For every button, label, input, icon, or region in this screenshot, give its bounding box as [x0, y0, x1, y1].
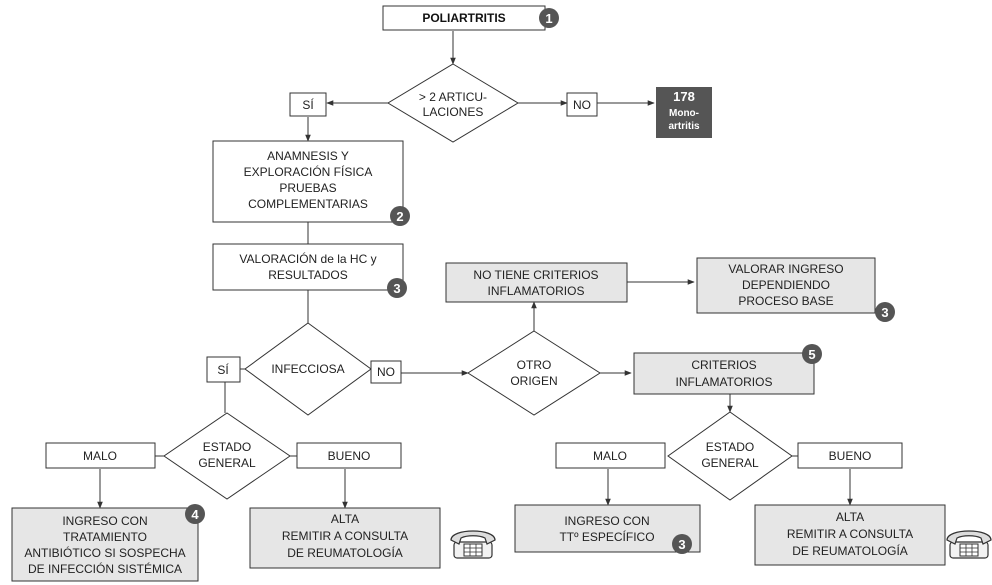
- decision-joints-line-1: > 2 ARTICU-: [419, 90, 487, 104]
- svg-text:INFLAMATORIOS: INFLAMATORIOS: [488, 284, 585, 298]
- node-criterios: CRITERIOS INFLAMATORIOS: [633, 352, 815, 395]
- svg-text:MALO: MALO: [593, 449, 627, 463]
- telephone-icon: [450, 530, 496, 559]
- svg-text:REMITIR A CONSULTA: REMITIR A CONSULTA: [787, 527, 913, 541]
- node-alta-right: ALTA REMITIR A CONSULTA DE REUMATOLOGÍA: [754, 504, 946, 566]
- svg-text:ESTADO: ESTADO: [706, 440, 754, 454]
- node-anamnesis: ANAMNESIS Y EXPLORACIÓN FÍSICA PRUEBAS C…: [212, 140, 404, 223]
- svg-text:178: 178: [673, 89, 695, 104]
- node-ingreso-especifico: INGRESO CON TTº ESPECÍFICO: [514, 504, 701, 553]
- svg-text:RESULTADOS: RESULTADOS: [268, 268, 348, 282]
- node-valorar-ingreso: VALORAR INGRESO DEPENDIENDO PROCESO BASE: [696, 257, 876, 314]
- svg-text:ALTA: ALTA: [836, 510, 864, 524]
- badge-3-valoracion: 3: [387, 278, 407, 298]
- ref-monoartritis: 178 Mono- artritis: [656, 87, 712, 138]
- svg-text:3: 3: [393, 281, 400, 296]
- label-malo-left: MALO: [45, 442, 156, 469]
- telephone-icon: [946, 530, 992, 559]
- svg-text:PRUEBAS: PRUEBAS: [279, 181, 336, 195]
- badge-1-number: 1: [545, 11, 552, 26]
- svg-text:SÍ: SÍ: [217, 362, 229, 377]
- svg-text:REMITIR A CONSULTA: REMITIR A CONSULTA: [282, 529, 408, 543]
- badge-4: 4: [185, 504, 205, 524]
- decision-estado-left: ESTADO GENERAL: [163, 412, 291, 500]
- svg-text:VALORACIÓN de la HC y: VALORACIÓN de la HC y: [239, 251, 376, 266]
- node-alta-left: ALTA REMITIR A CONSULTA DE REUMATOLOGÍA: [249, 507, 441, 569]
- node-no-criterios: NO TIENE CRITERIOS INFLAMATORIOS: [445, 262, 628, 303]
- svg-text:ORIGEN: ORIGEN: [510, 374, 557, 388]
- badge-1: 1: [539, 8, 559, 28]
- svg-text:NO TIENE CRITERIOS: NO TIENE CRITERIOS: [473, 268, 598, 282]
- svg-text:2: 2: [396, 209, 403, 224]
- svg-text:INGRESO CON: INGRESO CON: [62, 514, 147, 528]
- label-bueno-right: BUENO: [797, 442, 903, 469]
- svg-text:ANTIBIÓTICO SI SOSPECHA: ANTIBIÓTICO SI SOSPECHA: [24, 545, 185, 560]
- badge-3-valorar: 3: [875, 302, 895, 322]
- label-malo-right: MALO: [555, 442, 666, 469]
- svg-text:4: 4: [191, 507, 199, 522]
- svg-text:5: 5: [808, 347, 815, 362]
- svg-text:GENERAL: GENERAL: [701, 456, 759, 470]
- svg-text:COMPLEMENTARIAS: COMPLEMENTARIAS: [248, 197, 368, 211]
- svg-text:NO: NO: [377, 365, 395, 379]
- svg-text:DE REUMATOLOGÍA: DE REUMATOLOGÍA: [287, 545, 403, 560]
- node-valoracion: VALORACIÓN de la HC y RESULTADOS: [212, 243, 404, 291]
- svg-text:3: 3: [881, 305, 888, 320]
- label-no-1: NO: [566, 92, 598, 117]
- svg-text:TRATAMIENTO: TRATAMIENTO: [63, 530, 147, 544]
- badge-5: 5: [802, 344, 822, 364]
- svg-text:BUENO: BUENO: [829, 449, 872, 463]
- svg-text:ESTADO: ESTADO: [203, 440, 251, 454]
- svg-text:VALORAR INGRESO: VALORAR INGRESO: [728, 262, 843, 276]
- svg-text:DEPENDIENDO: DEPENDIENDO: [742, 278, 830, 292]
- decision-joints: > 2 ARTICU- LACIONES: [387, 63, 519, 143]
- svg-text:MALO: MALO: [83, 449, 117, 463]
- svg-text:SÍ: SÍ: [302, 97, 314, 112]
- svg-text:CRITERIOS: CRITERIOS: [691, 358, 756, 372]
- svg-text:DE REUMATOLOGÍA: DE REUMATOLOGÍA: [792, 543, 908, 558]
- svg-text:GENERAL: GENERAL: [198, 456, 256, 470]
- svg-text:EXPLORACIÓN FÍSICA: EXPLORACIÓN FÍSICA: [244, 164, 373, 179]
- badge-3-especifico: 3: [672, 534, 692, 554]
- svg-text:TTº ESPECÍFICO: TTº ESPECÍFICO: [559, 529, 654, 544]
- node-poliartritis-label: POLIARTRITIS: [422, 11, 505, 25]
- label-bueno-left: BUENO: [296, 442, 402, 469]
- svg-text:DE INFECCIÓN SISTÉMICA: DE INFECCIÓN SISTÉMICA: [28, 561, 182, 576]
- svg-text:ANAMNESIS Y: ANAMNESIS Y: [267, 149, 349, 163]
- svg-text:3: 3: [678, 537, 685, 552]
- svg-text:OTRO: OTRO: [517, 358, 552, 372]
- svg-text:INGRESO CON: INGRESO CON: [564, 514, 649, 528]
- node-poliartritis: POLIARTRITIS: [382, 5, 546, 31]
- decision-estado-right: ESTADO GENERAL: [667, 411, 793, 501]
- svg-text:NO: NO: [573, 98, 591, 112]
- svg-text:INFLAMATORIOS: INFLAMATORIOS: [676, 375, 773, 389]
- svg-text:INFECCIOSA: INFECCIOSA: [271, 362, 344, 376]
- label-no-2: NO: [370, 360, 402, 384]
- svg-text:ALTA: ALTA: [331, 512, 359, 526]
- label-si-1: SÍ: [289, 92, 327, 117]
- svg-text:BUENO: BUENO: [328, 449, 371, 463]
- badge-2: 2: [390, 206, 410, 226]
- decision-infecciosa: INFECCIOSA: [244, 322, 372, 416]
- label-si-2: SÍ: [206, 356, 241, 383]
- svg-text:Mono-: Mono-: [669, 108, 699, 119]
- decision-joints-line-2: LACIONES: [423, 105, 484, 119]
- svg-text:artritis: artritis: [668, 121, 700, 132]
- decision-otro-origen: OTRO ORIGEN: [467, 330, 601, 416]
- node-ingreso-antibiotico: INGRESO CON TRATAMIENTO ANTIBIÓTICO SI S…: [11, 507, 199, 582]
- svg-text:PROCESO BASE: PROCESO BASE: [738, 294, 833, 308]
